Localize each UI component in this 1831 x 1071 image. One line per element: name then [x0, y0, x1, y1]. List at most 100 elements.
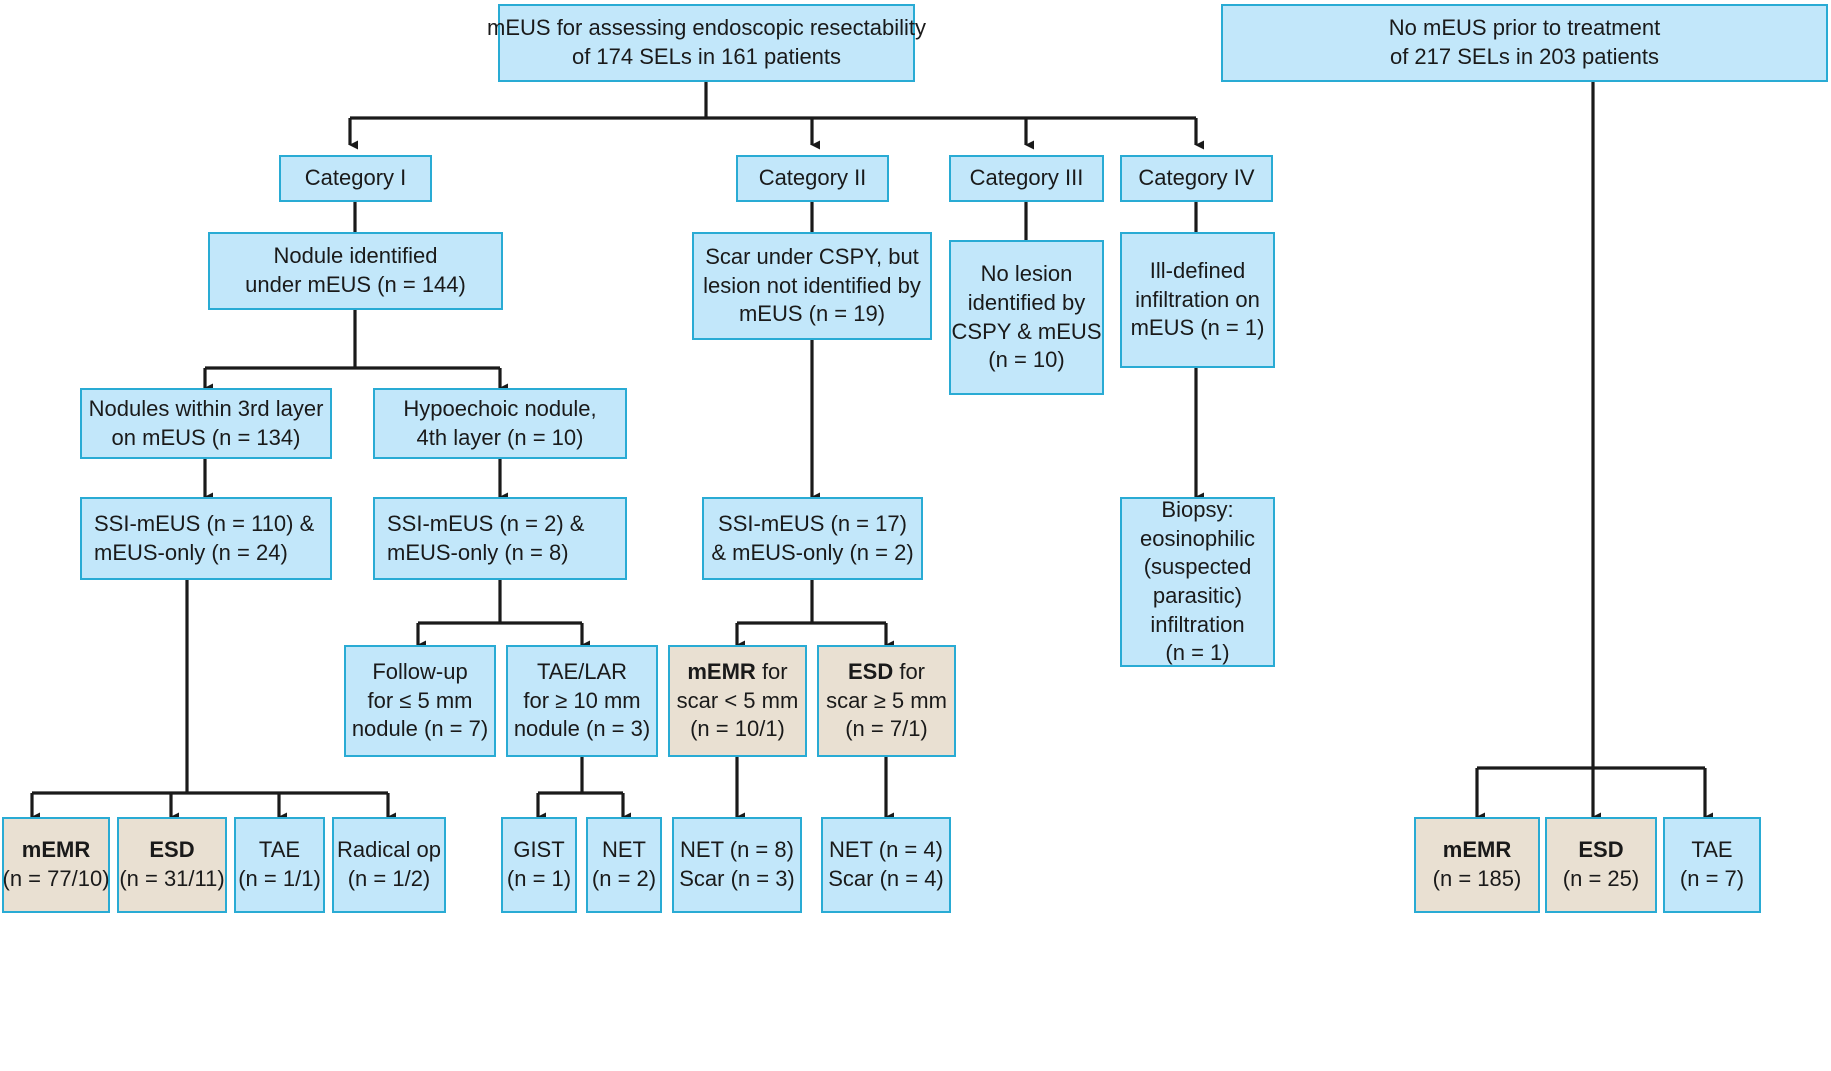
node-line: Category II: [758, 165, 867, 191]
node-line: SSI-mEUS (n = 110) &: [94, 510, 315, 536]
node-line: (n = 10/1): [690, 716, 785, 742]
node-line: Scar under CSPY, but: [705, 244, 919, 270]
node-line: (n = 1): [506, 866, 572, 891]
node-follow-up-5mm[interactable]: Follow-up for ≤ 5 mm nodule (n = 7): [344, 645, 496, 757]
node-outcome-radical-op[interactable]: Radical op (n = 1/2): [332, 817, 446, 913]
node-line: Nodule identified: [273, 243, 438, 269]
node-line: CSPY & mEUS: [951, 318, 1102, 344]
node-biopsy-eosinophilic[interactable]: Biopsy: eosinophilic (suspected parasiti…: [1120, 497, 1275, 667]
node-line: Ill-defined: [1149, 258, 1246, 284]
node-outcome-net-8-scar-3[interactable]: NET (n = 8) Scar (n = 3): [672, 817, 802, 913]
node-line: nodule (n = 7): [351, 716, 489, 742]
node-line: Scar (n = 4): [828, 866, 944, 891]
node-line: Follow-up: [372, 659, 468, 685]
node-line: infiltration: [1150, 611, 1245, 637]
node-category-1[interactable]: Category I: [279, 155, 432, 202]
node-hypoechoic-4th-layer[interactable]: Hypoechoic nodule, 4th layer (n = 10): [373, 388, 627, 459]
node-line: (n = 1): [1165, 640, 1230, 666]
node-nodules-3rd-layer[interactable]: Nodules within 3rd layer on mEUS (n = 13…: [80, 388, 332, 459]
node-category-4[interactable]: Category IV: [1120, 155, 1273, 202]
node-line: TAE/LAR: [536, 659, 628, 685]
node-line: mEMR: [21, 837, 91, 863]
node-ssi-meus-110[interactable]: SSI-mEUS (n = 110) & mEUS-only (n = 24): [80, 497, 332, 580]
node-line-emphasis: mEMR: [687, 659, 756, 685]
node-line: infiltration on: [1135, 286, 1260, 312]
node-outcome-tae-7[interactable]: TAE (n = 7): [1663, 817, 1761, 913]
node-line: Category I: [304, 165, 407, 191]
node-line: SSI-mEUS (n = 2) &: [387, 510, 585, 536]
node-line: (n = 31/11): [119, 866, 225, 891]
node-line: (n = 185): [1432, 866, 1522, 891]
node-line: Category IV: [1138, 165, 1255, 191]
node-line: NET (n = 8): [680, 837, 794, 863]
node-outcome-esd-25[interactable]: ESD (n = 25): [1545, 817, 1657, 913]
node-ssi-meus-2[interactable]: SSI-mEUS (n = 2) & mEUS-only (n = 8): [373, 497, 627, 580]
node-outcome-memr-77[interactable]: mEMR (n = 77/10): [2, 817, 110, 913]
node-line: mEMR for: [687, 658, 787, 687]
node-root-meus[interactable]: mEUS for assessing endoscopic resectabil…: [487, 4, 926, 82]
node-line: ESD: [1578, 837, 1624, 863]
node-line: Category III: [969, 165, 1084, 191]
node-line: of 217 SELs in 203 patients: [1389, 44, 1660, 69]
node-line: scar < 5 mm: [676, 687, 799, 713]
node-category-3[interactable]: Category III: [949, 155, 1104, 202]
node-line: ESD: [149, 837, 195, 863]
node-ill-defined-infiltration[interactable]: Ill-defined infiltration on mEUS (n = 1): [1120, 232, 1275, 368]
node-nodule-identified[interactable]: Nodule identified under mEUS (n = 144): [208, 232, 503, 310]
node-esd-scar-5mm[interactable]: ESD for scar ≥ 5 mm (n = 7/1): [817, 645, 956, 757]
node-line: NET (n = 4): [829, 837, 943, 863]
node-line: Nodules within 3rd layer: [88, 395, 324, 421]
node-line: mEUS-only (n = 24): [94, 539, 288, 565]
node-line: ESD for: [848, 658, 925, 687]
node-outcome-net-2[interactable]: NET (n = 2): [586, 817, 662, 913]
node-line: (n = 25): [1562, 866, 1640, 891]
node-line: mEUS-only (n = 8): [387, 539, 569, 565]
node-line: No mEUS prior to treatment: [1388, 15, 1661, 41]
node-line: No lesion: [980, 261, 1073, 287]
node-line: nodule (n = 3): [513, 716, 651, 742]
node-outcome-net-4-scar-4[interactable]: NET (n = 4) Scar (n = 4): [821, 817, 951, 913]
node-line-suffix: for: [893, 659, 926, 685]
node-line: mEUS (n = 1): [1130, 315, 1265, 341]
node-line-suffix: for: [755, 659, 788, 685]
node-line: (n = 1/1): [238, 866, 321, 891]
node-tae-lar-10mm[interactable]: TAE/LAR for ≥ 10 mm nodule (n = 3): [506, 645, 658, 757]
node-line: mEMR: [1442, 837, 1512, 863]
node-line: mEUS for assessing endoscopic resectabil…: [487, 15, 926, 41]
node-no-lesion-identified[interactable]: No lesion identified by CSPY & mEUS (n =…: [949, 240, 1104, 395]
node-line: for ≥ 10 mm: [523, 687, 641, 713]
node-line: under mEUS (n = 144): [245, 272, 466, 297]
node-line: (n = 1/2): [347, 866, 431, 891]
node-line: (n = 7/1): [845, 716, 928, 742]
node-line: (suspected: [1143, 554, 1252, 580]
node-line: Radical op: [337, 837, 441, 863]
node-ssi-meus-17[interactable]: SSI-mEUS (n = 17) & mEUS-only (n = 2): [702, 497, 923, 580]
node-outcome-esd-31[interactable]: ESD (n = 31/11): [117, 817, 227, 913]
node-line: lesion not identified by: [703, 272, 921, 298]
node-line: NET: [602, 837, 646, 863]
node-line: (n = 77/10): [2, 866, 110, 891]
node-outcome-gist[interactable]: GIST (n = 1): [501, 817, 577, 913]
node-category-2[interactable]: Category II: [736, 155, 889, 202]
node-root-no-meus[interactable]: No mEUS prior to treatment of 217 SELs i…: [1221, 4, 1828, 82]
node-scar-under-cspy[interactable]: Scar under CSPY, but lesion not identifi…: [692, 232, 932, 340]
node-line: of 174 SELs in 161 patients: [571, 44, 842, 69]
node-line: 4th layer (n = 10): [416, 424, 584, 450]
node-line: for ≤ 5 mm: [367, 687, 473, 713]
node-line: (n = 7): [1679, 866, 1745, 891]
node-line: (n = 10): [988, 347, 1065, 373]
node-line: eosinophilic: [1140, 525, 1255, 551]
node-outcome-tae-1[interactable]: TAE (n = 1/1): [234, 817, 325, 913]
node-line: scar ≥ 5 mm: [826, 687, 947, 713]
node-line-emphasis: ESD: [847, 659, 894, 685]
node-line: (n = 2): [591, 866, 657, 891]
node-outcome-memr-185[interactable]: mEMR (n = 185): [1414, 817, 1540, 913]
node-line: parasitic): [1152, 583, 1243, 608]
node-line: TAE: [1691, 837, 1733, 863]
node-line: on mEUS (n = 134): [111, 424, 301, 450]
node-line: mEUS (n = 19): [738, 301, 886, 327]
node-line: Scar (n = 3): [679, 866, 795, 891]
node-line: Hypoechoic nodule,: [403, 395, 597, 421]
node-memr-scar-5mm[interactable]: mEMR for scar < 5 mm (n = 10/1): [668, 645, 807, 757]
